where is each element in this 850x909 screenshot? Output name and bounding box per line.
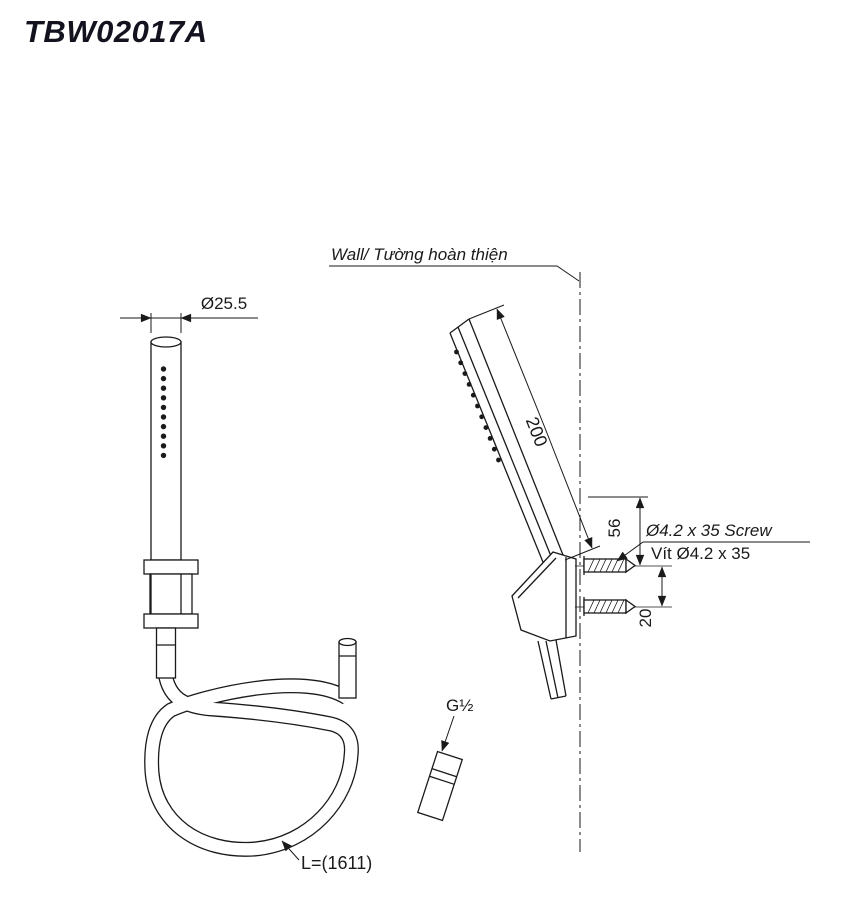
shower-handle-top-cap xyxy=(150,336,182,348)
body-length-label: 200 xyxy=(522,414,552,449)
thread-size-label: G½ xyxy=(446,696,473,715)
screw-callout: Ø4.2 x 35 Screw Vít Ø4.2 x 35 xyxy=(616,521,810,563)
screw-top xyxy=(583,556,637,575)
shower-handle-tail xyxy=(155,627,177,679)
handle-end-below-bracket xyxy=(537,639,567,700)
page-title: TBW02017A xyxy=(24,14,208,49)
screw-spacing-label: 20 xyxy=(636,609,655,628)
screw-offset-dimension: 56 xyxy=(588,496,648,566)
spray-holes-front xyxy=(160,366,167,459)
hand-shower-front-view xyxy=(143,336,199,679)
mounting-screws xyxy=(575,556,672,616)
hose-length-group: L=(1611) xyxy=(281,840,372,873)
screw-callout-vi: Vít Ø4.2 x 35 xyxy=(651,544,750,563)
shower-handle-body xyxy=(150,341,182,561)
hand-shower-side-view xyxy=(449,318,577,700)
spray-holes-side xyxy=(454,349,501,463)
head-diameter-dimension: Ø25.5 xyxy=(120,294,258,333)
wall-mounting-bracket xyxy=(511,551,577,642)
screw-spacing-dimension: 20 xyxy=(636,566,667,628)
shower-hose xyxy=(144,672,359,857)
wall-label: Wall/ Tường hoàn thiện xyxy=(331,245,508,264)
thread-fitting xyxy=(416,750,464,822)
shower-holder-bracket xyxy=(143,559,199,629)
wall-label-group: Wall/ Tường hoàn thiện xyxy=(329,245,580,282)
screw-bottom xyxy=(583,597,637,616)
head-diameter-label: Ø25.5 xyxy=(201,294,247,313)
thread-fitting-group: G½ xyxy=(416,696,473,822)
screw-callout-en: Ø4.2 x 35 Screw xyxy=(645,521,773,540)
screw-offset-label: 56 xyxy=(605,519,624,538)
hose-length-label: L=(1611) xyxy=(301,853,372,873)
hose-connector xyxy=(338,637,357,699)
